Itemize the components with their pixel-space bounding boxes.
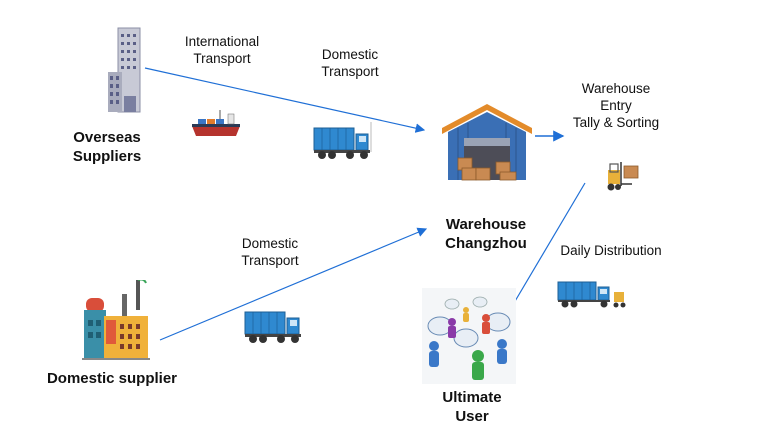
domestic-transport-top-label: Domestic Transport xyxy=(321,47,379,79)
truck-icon xyxy=(313,122,372,159)
people-crowd-icon xyxy=(422,288,516,384)
truck-icon-bottom xyxy=(244,311,301,343)
arrow-distribution-to-user xyxy=(510,182,586,309)
office-building-icon xyxy=(108,27,141,113)
factory-icon xyxy=(82,280,150,360)
domestic-transport-bottom-label: Domestic Transport xyxy=(241,236,299,268)
warehouse-entry-label: Warehouse Entry Tally & Sorting xyxy=(572,81,660,130)
delivery-truck-icon xyxy=(557,281,626,308)
international-transport-label: International Transport xyxy=(184,34,260,66)
arrow-overseas-to-warehouse xyxy=(144,67,426,133)
warehouse-label: Warehouse Changzhou xyxy=(445,216,527,252)
domestic-supplier-label: Domestic supplier xyxy=(46,370,178,387)
cargo-ship-icon xyxy=(192,110,240,136)
warehouse-icon xyxy=(442,104,532,181)
ultimate-user-label: Ultimate User xyxy=(442,389,502,425)
forklift-icon xyxy=(607,162,639,191)
arrow-domestic-to-warehouse xyxy=(159,227,428,341)
overseas-suppliers-label: Overseas Suppliers xyxy=(72,129,142,165)
daily-distribution-label: Daily Distribution xyxy=(560,243,662,258)
